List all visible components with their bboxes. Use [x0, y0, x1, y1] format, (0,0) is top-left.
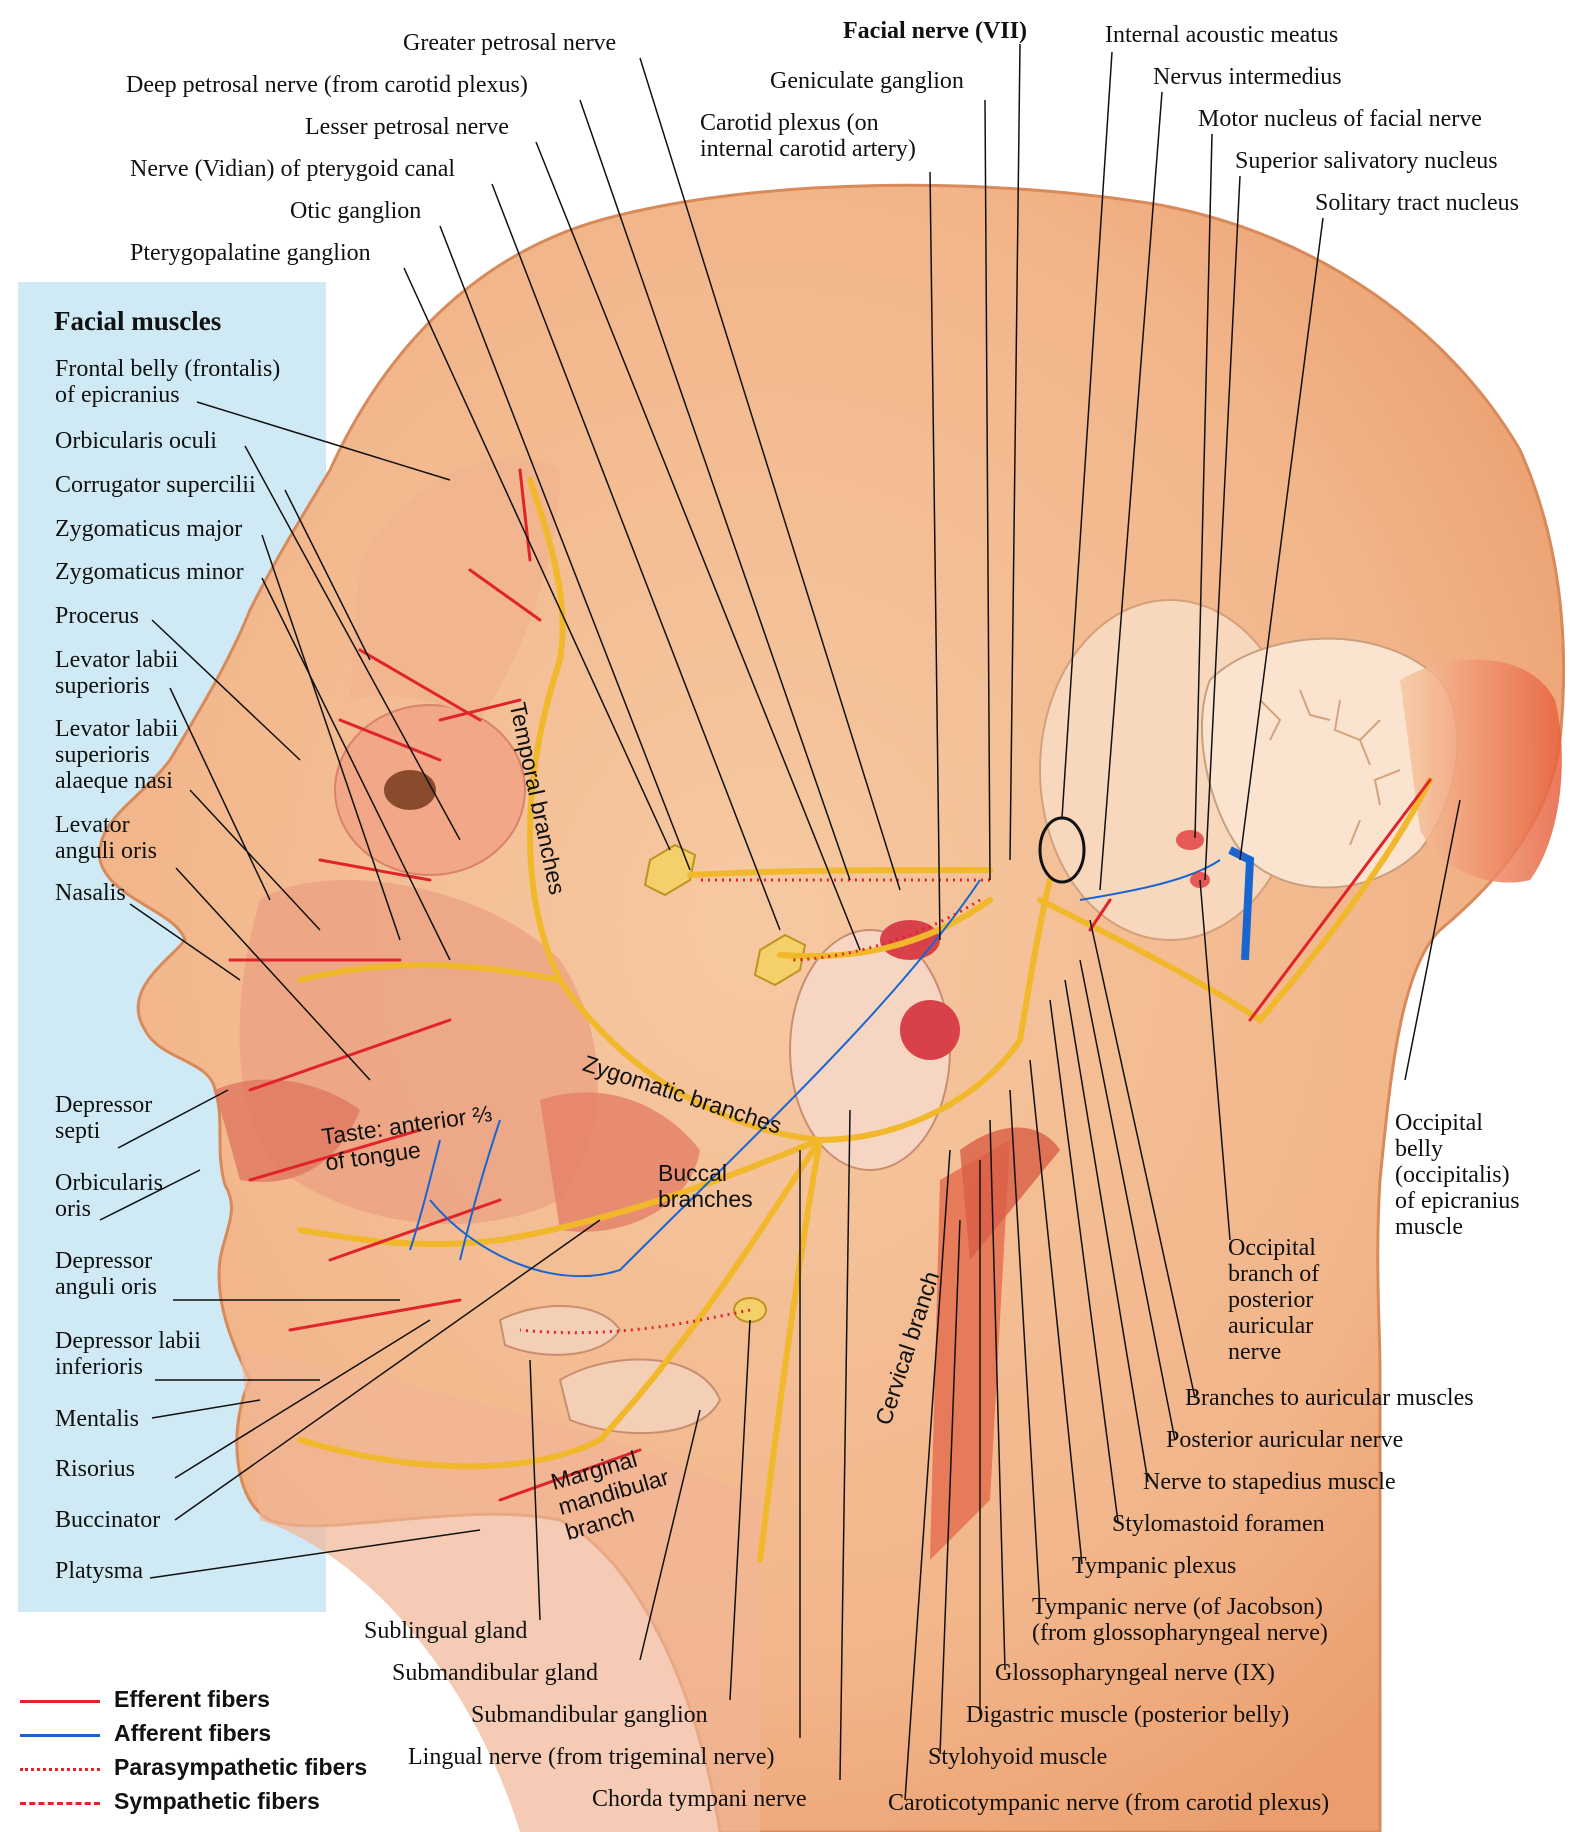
label-vidian: Nerve (Vidian) of pterygoid canal — [130, 156, 456, 182]
legend-efferent-swatch — [20, 1700, 100, 1703]
cerebellum — [1200, 637, 1459, 889]
label-submandibular-ganglion: Submandibular ganglion — [471, 1702, 708, 1728]
label-pterygopalatine: Pterygopalatine ganglion — [130, 240, 371, 266]
afferent-fibers — [409, 859, 1221, 1278]
label-levator-labii-sup: Levator labii superioris — [55, 647, 179, 699]
frontalis-muscle — [350, 457, 560, 720]
label-zygomaticus-major: Zygomaticus major — [55, 516, 243, 542]
label-occipital-branch: Occipital branch of posterior auricular … — [1228, 1235, 1320, 1365]
label-buccinator: Buccinator — [55, 1507, 161, 1533]
label-depressor-septi: Depressor septi — [55, 1092, 153, 1144]
label-mentalis: Mentalis — [55, 1406, 139, 1432]
label-solitary-tract: Solitary tract nucleus — [1315, 190, 1519, 216]
legend-sympathetic-label: Sympathetic fibers — [114, 1788, 320, 1814]
label-superior-salivatory: Superior salivatory nucleus — [1235, 148, 1498, 174]
facial-nerve-branches — [297, 477, 1433, 1563]
label-nervus-intermedius: Nervus intermedius — [1153, 64, 1342, 90]
pterygopalatine-ganglion — [643, 843, 697, 897]
label-chorda: Chorda tympani nerve — [592, 1786, 807, 1812]
legend-parasympathetic-label: Parasympathetic fibers — [114, 1754, 368, 1780]
label-sublingual: Sublingual gland — [364, 1618, 528, 1644]
label-tympanic-nerve: Tympanic nerve (of Jacobson) (from gloss… — [1032, 1594, 1328, 1646]
label-digastric: Digastric muscle (posterior belly) — [966, 1702, 1290, 1728]
efferent-fibers — [228, 468, 1432, 1502]
sublingual-gland-shape — [498, 1305, 622, 1356]
label-geniculate: Geniculate ganglion — [770, 68, 964, 94]
label-nasalis: Nasalis — [55, 880, 126, 906]
label-orbicularis-oculi: Orbicularis oculi — [55, 428, 217, 454]
label-carotid-plexus: Carotid plexus (on internal carotid arte… — [700, 110, 916, 162]
digastric-muscle — [960, 1127, 1060, 1260]
label-tympanic-plexus: Tympanic plexus — [1072, 1553, 1237, 1579]
label-internal-acoustic: Internal acoustic meatus — [1105, 22, 1339, 48]
label-platysma: Platysma — [55, 1558, 143, 1584]
facial-muscles-title: Facial muscles — [54, 306, 222, 336]
label-levator-labii-alaeque: Levator labii superioris alaeque nasi — [55, 716, 179, 794]
occipital-belly-muscle — [1400, 659, 1562, 883]
carotid-artery — [900, 1000, 960, 1060]
legend-sympathetic-swatch — [20, 1802, 100, 1805]
label-procerus: Procerus — [55, 603, 139, 629]
legend-efferent-label: Efferent fibers — [114, 1686, 270, 1712]
label-zygomaticus-minor: Zygomaticus minor — [55, 559, 244, 585]
eye — [384, 770, 436, 810]
label-corrugator: Corrugator supercilii — [55, 472, 256, 498]
label-glossopharyngeal: Glossopharyngeal nerve (IX) — [995, 1660, 1275, 1686]
label-caroticotympanic: Caroticotympanic nerve (from carotid ple… — [888, 1790, 1330, 1816]
label-stylohyoid: Stylohyoid muscle — [928, 1744, 1108, 1770]
legend-parasympathetic-swatch — [20, 1768, 100, 1771]
label-frontalis: Frontal belly (frontalis) of epicranius — [55, 356, 281, 408]
title-facial-nerve: Facial nerve (VII) — [843, 18, 1027, 44]
label-otic: Otic ganglion — [290, 198, 422, 224]
label-occipital-belly: Occipital belly (occipitalis) of epicran… — [1395, 1110, 1520, 1240]
label-posterior-auricular: Posterior auricular nerve — [1166, 1427, 1404, 1453]
otic-ganglion — [753, 933, 807, 987]
neck-muscle — [930, 1140, 1010, 1560]
label-motor-nucleus: Motor nucleus of facial nerve — [1198, 106, 1482, 132]
leader-lines — [99, 43, 1461, 1801]
legend-afferent-label: Afferent fibers — [114, 1720, 272, 1746]
legend-afferent-swatch — [20, 1734, 100, 1737]
label-deep-petrosal: Deep petrosal nerve (from carotid plexus… — [126, 72, 528, 98]
label-greater-petrosal: Greater petrosal nerve — [403, 30, 617, 56]
label-stylomastoid: Stylomastoid foramen — [1112, 1511, 1325, 1537]
label-depressor-anguli: Depressor anguli oris — [55, 1248, 157, 1300]
label-submandibular-gland: Submandibular gland — [392, 1660, 598, 1686]
label-depressor-labii: Depressor labii inferioris — [55, 1328, 201, 1380]
label-levator-anguli: Levator anguli oris — [55, 812, 157, 864]
label-lingual: Lingual nerve (from trigeminal nerve) — [408, 1744, 775, 1770]
label-stapedius: Nerve to stapedius muscle — [1143, 1469, 1396, 1495]
label-orbicularis-oris: Orbicularis oris — [55, 1170, 163, 1222]
label-auricular-muscles: Branches to auricular muscles — [1185, 1385, 1474, 1411]
label-buccal-branches: Buccal branches — [658, 1160, 753, 1212]
label-risorius: Risorius — [55, 1456, 136, 1482]
parasympathetic-fibers — [519, 878, 990, 1335]
lip-muscles — [215, 1079, 360, 1182]
label-lesser-petrosal: Lesser petrosal nerve — [305, 114, 509, 140]
platysma-muscle — [240, 1350, 760, 1832]
